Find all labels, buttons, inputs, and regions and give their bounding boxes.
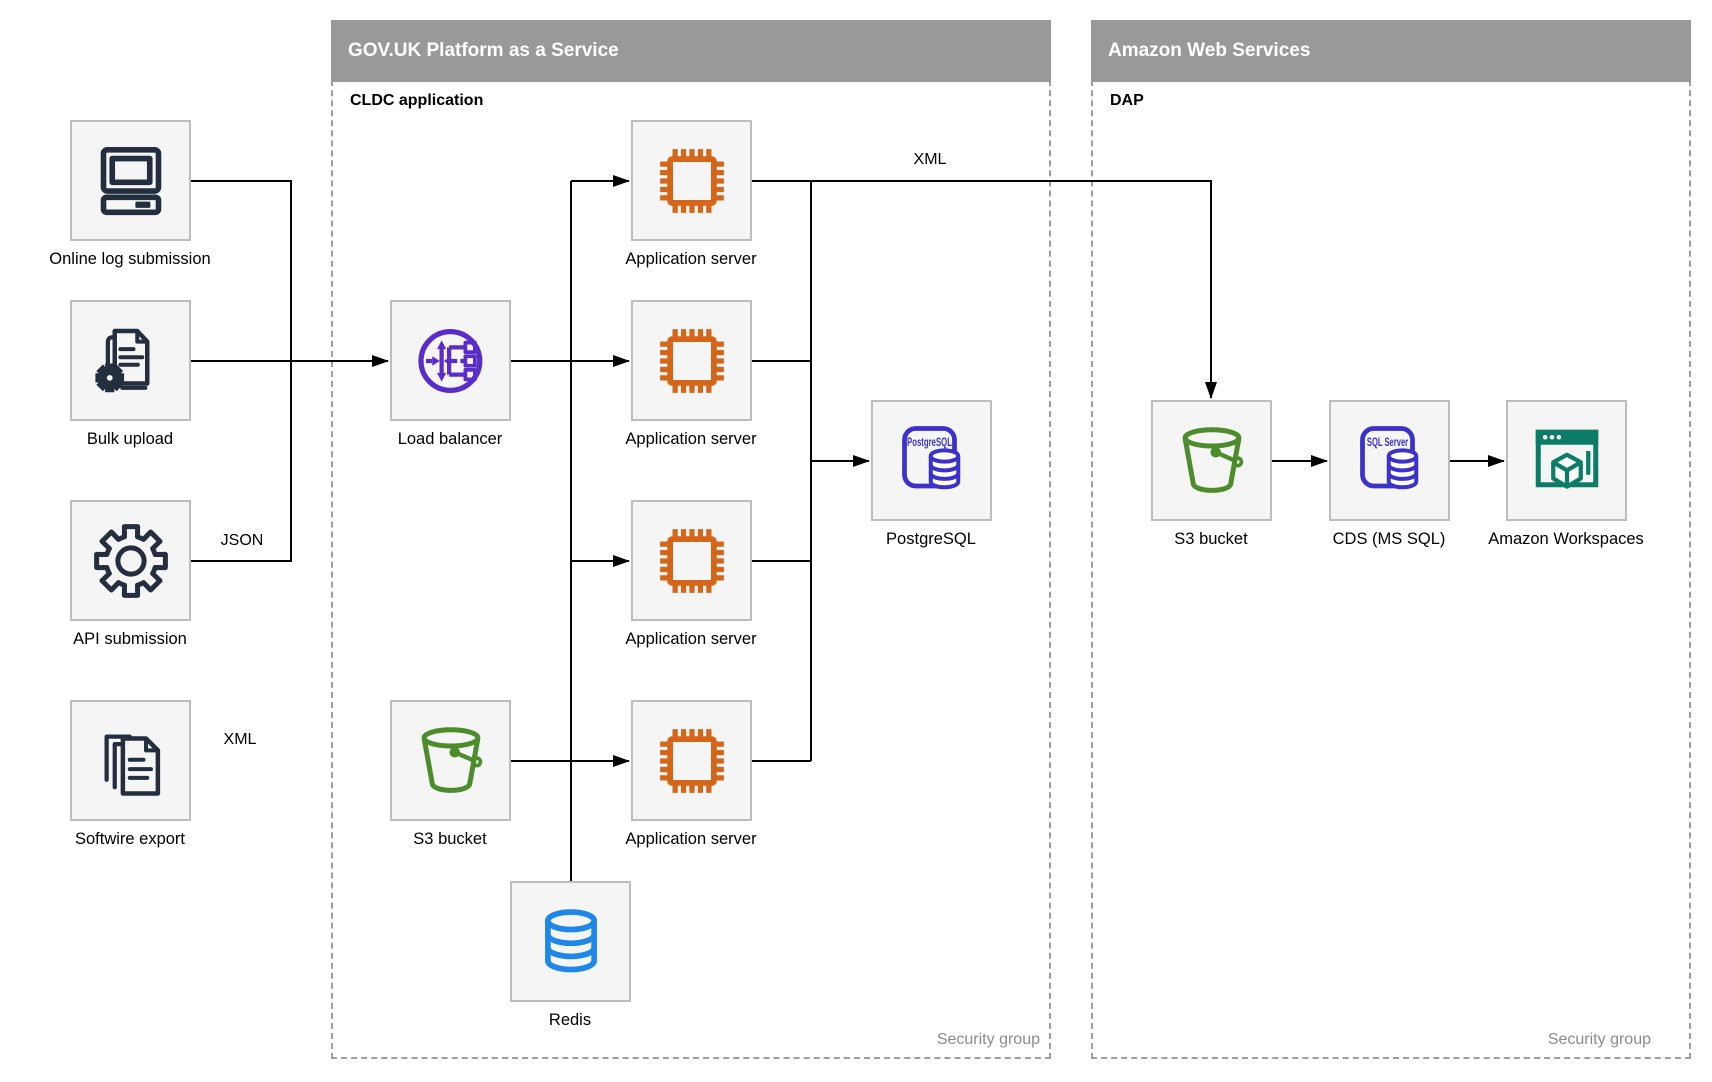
- govuk-paas-header: GOV.UK Platform as a Service: [331, 20, 1051, 82]
- node-application-server-2: [631, 300, 752, 421]
- sql-server-icon-text: SQL Server: [1366, 435, 1407, 449]
- node-cds-ms-sql: SQL Server: [1329, 400, 1450, 521]
- edge-xml-to-aws-s3: [752, 180, 1217, 399]
- sql-server-database-icon: SQL Server: [1359, 426, 1418, 490]
- node-api-submission: [70, 500, 191, 621]
- node-application-server-4: [631, 700, 752, 821]
- node-label: PostgreSQL: [886, 530, 976, 548]
- node-label: Amazon Workspaces: [1488, 530, 1644, 548]
- database-cylinder-icon: [544, 909, 597, 973]
- node-label: S3 bucket: [1174, 530, 1248, 548]
- node-online-log-submission: [70, 120, 191, 241]
- s3-bucket-icon: [1172, 421, 1252, 501]
- edge-label-json: JSON: [220, 532, 264, 549]
- node-label: Application server: [625, 250, 757, 268]
- node-label: Application server: [625, 830, 757, 848]
- load-balancer-icon: [417, 329, 482, 393]
- microchip-icon: [652, 141, 732, 221]
- node-label: API submission: [73, 630, 187, 648]
- cldc-application-label: CLDC application: [350, 92, 484, 109]
- node-label: Application server: [625, 630, 757, 648]
- document-with-gear-icon: [91, 328, 149, 401]
- s3-bucket-icon: [411, 721, 491, 801]
- node-label: Online log submission: [49, 250, 211, 268]
- node-label: Load balancer: [397, 430, 503, 448]
- edge-appserver-out-bus: [752, 181, 812, 762]
- node-label: Softwire export: [74, 830, 186, 848]
- node-label: Bulk upload: [86, 430, 174, 448]
- amazon-workspaces-icon: [1535, 429, 1598, 489]
- node-label: S3 bucket: [413, 830, 487, 848]
- node-postgresql: PostgreSQL: [871, 400, 992, 521]
- node-label: Redis: [548, 1011, 592, 1029]
- aws-group: Amazon Web Services DAP Security group: [1091, 20, 1691, 1059]
- microchip-icon: [652, 721, 732, 801]
- node-redis: [510, 881, 631, 1002]
- node-load-balancer: [390, 300, 511, 421]
- microchip-icon: [652, 321, 732, 401]
- document-stack-icon: [104, 734, 160, 796]
- node-application-server-1: [631, 120, 752, 241]
- node-label: CDS (MS SQL): [1332, 530, 1446, 548]
- edge-appserver-bus: [511, 181, 572, 881]
- edge-sources-merge: [191, 180, 292, 562]
- node-amazon-workspaces: [1506, 400, 1627, 521]
- postgresql-icon-text: PostgreSQL: [907, 435, 952, 449]
- gear-icon: [91, 521, 171, 601]
- desktop-computer-icon: [100, 146, 161, 216]
- aws-header: Amazon Web Services: [1091, 20, 1691, 82]
- postgresql-database-icon: PostgreSQL: [901, 426, 960, 490]
- node-softwire-export: [70, 700, 191, 821]
- node-label: Application server: [625, 430, 757, 448]
- node-bulk-upload: [70, 300, 191, 421]
- node-application-server-3: [631, 500, 752, 621]
- microchip-icon: [652, 521, 732, 601]
- govuk-security-group-label: Security group: [936, 1031, 1040, 1048]
- aws-security-group-label: Security group: [1547, 1031, 1651, 1048]
- govuk-paas-group: GOV.UK Platform as a Service CLDC applic…: [331, 20, 1051, 1059]
- edge-label-xml-top: XML: [913, 151, 947, 168]
- dap-label: DAP: [1110, 92, 1144, 109]
- edge-label-xml-softwire: XML: [223, 731, 257, 748]
- node-s3-bucket-aws: [1151, 400, 1272, 521]
- node-s3-bucket-govuk: [390, 700, 511, 821]
